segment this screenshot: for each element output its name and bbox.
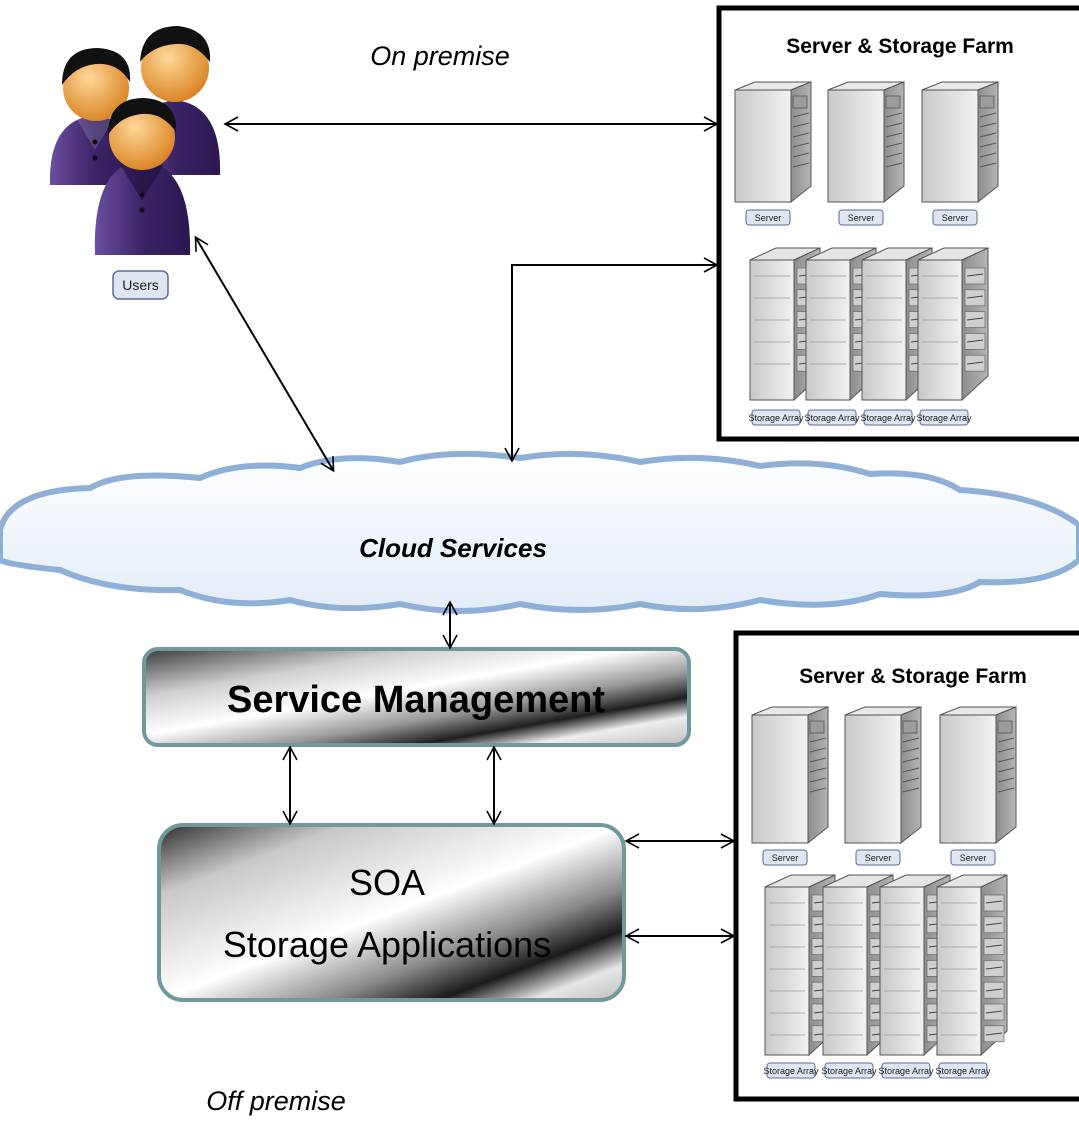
svg-text:Server: Server	[865, 853, 892, 863]
on-premise-label: On premise	[370, 41, 510, 71]
server-tag: Server	[932, 209, 978, 226]
server-tag: Server	[838, 209, 884, 226]
off-premise-label: Off premise	[206, 1086, 346, 1116]
service-management-label: Service Management	[227, 679, 605, 721]
svg-text:Storage Array: Storage Array	[935, 1066, 991, 1076]
storage-array-tag: Storage Array	[821, 1062, 877, 1079]
server-tag: Server	[745, 209, 791, 226]
farm-title: Server & Storage Farm	[786, 35, 1014, 58]
storage-applications-label: Storage Applications	[223, 924, 551, 965]
svg-text:Server: Server	[848, 213, 875, 223]
server-tag: Server	[762, 849, 808, 866]
svg-text:Server: Server	[772, 853, 799, 863]
server-icon	[844, 706, 922, 845]
users-icon	[49, 26, 221, 255]
service-management-box	[142, 647, 691, 747]
svg-text:Storage Array: Storage Array	[763, 1066, 819, 1076]
svg-text:Storage Array: Storage Array	[878, 1066, 934, 1076]
connector-arrows	[194, 116, 736, 944]
svg-text:Server: Server	[942, 213, 969, 223]
svg-text:Storage Array: Storage Array	[748, 413, 804, 423]
storage-array-icon	[936, 874, 1008, 1057]
server-icon	[939, 706, 1017, 845]
storage-array-tag: Storage Array	[916, 409, 972, 426]
svg-text:Server: Server	[960, 853, 987, 863]
arrow-users-to-cloud	[194, 235, 335, 473]
soa-box	[157, 823, 626, 1002]
storage-array-tag: Storage Array	[860, 409, 916, 426]
storage-array-tag: Storage Array	[804, 409, 860, 426]
storage-array-tag: Storage Array	[935, 1062, 991, 1079]
server-tag: Server	[855, 849, 901, 866]
storage-array-tag: Storage Array	[748, 409, 804, 426]
server-storage-farm-top: Server & Storage Farm Server Server Server…	[716, 5, 1079, 442]
storage-array-icon	[917, 247, 989, 402]
storage-array-tag: Storage Array	[878, 1062, 934, 1079]
farm-title: Server & Storage Farm	[799, 665, 1027, 688]
server-storage-farm-bottom: Server & Storage Farm Server Server Server…	[733, 630, 1079, 1102]
server-icon	[827, 81, 905, 204]
svg-text:Storage Array: Storage Array	[860, 413, 916, 423]
cloud-services-label: Cloud Services	[359, 533, 547, 563]
server-tag: Server	[950, 849, 996, 866]
cloud-services-cloud	[0, 450, 1079, 614]
arrow-cloud-to-farm	[504, 257, 719, 463]
server-icon	[734, 81, 812, 204]
svg-text:Storage Array: Storage Array	[804, 413, 860, 423]
server-icon	[751, 706, 829, 845]
svg-text:Server: Server	[755, 213, 782, 223]
users-label: Users	[122, 277, 159, 293]
storage-array-tag: Storage Array	[763, 1062, 819, 1079]
svg-text:Storage Array: Storage Array	[821, 1066, 877, 1076]
soa-label: SOA	[349, 862, 425, 903]
users-tag: Users	[112, 270, 169, 300]
svg-text:Storage Array: Storage Array	[916, 413, 972, 423]
server-icon	[921, 81, 999, 204]
